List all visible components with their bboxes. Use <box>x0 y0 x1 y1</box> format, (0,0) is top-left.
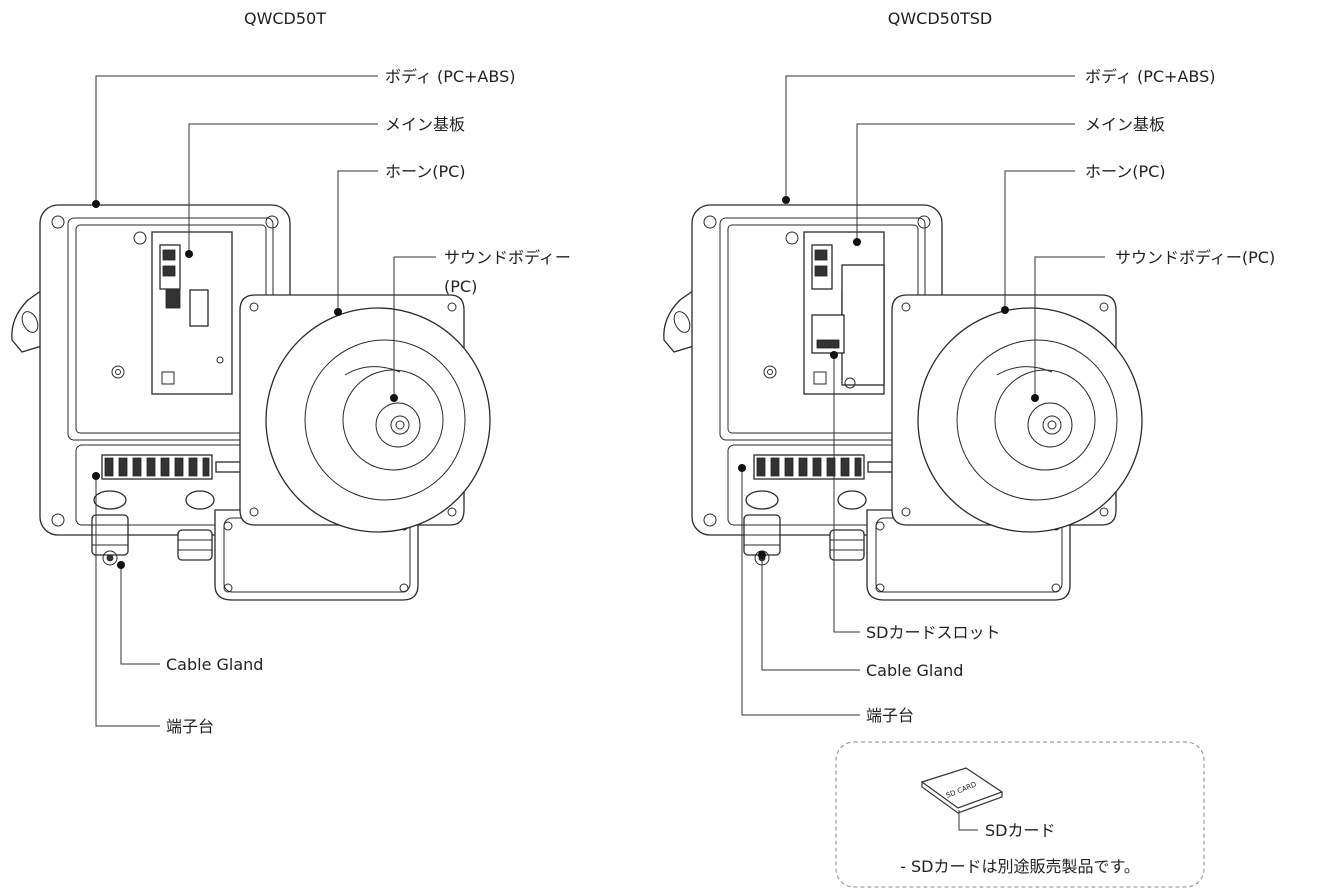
left-label-terminal-block: 端子台 <box>166 717 214 736</box>
right-label-sd-slot: SDカードスロット <box>866 623 1000 642</box>
left-dip-switch <box>165 289 181 309</box>
left-label-sound-body-2: (PC) <box>444 277 477 296</box>
left-label-body: ボディ (PC+ABS) <box>385 67 515 86</box>
right-label-body: ボディ (PC+ABS) <box>1085 67 1215 86</box>
sd-card-info-box <box>835 741 1205 888</box>
sd-card-label: SDカード <box>985 821 1055 840</box>
right-label-main-board: メイン基板 <box>1085 115 1165 134</box>
left-label-horn: ホーン(PC) <box>385 162 466 181</box>
left-label-sound-body-1: サウンドボディー <box>444 248 571 267</box>
left-body-marker <box>92 200 100 208</box>
sd-card-note: - SDカードは別途販売製品です。 <box>900 857 1140 876</box>
sd-card-icon: SD CARD <box>920 767 1004 814</box>
left-label-main-board: メイン基板 <box>385 115 465 134</box>
right-label-terminal-block: 端子台 <box>866 706 914 725</box>
right-label-cable-gland: Cable Gland <box>866 661 963 680</box>
left-device-illustration <box>11 204 491 601</box>
left-model-title: QWCD50T <box>244 9 326 28</box>
left-label-cable-gland: Cable Gland <box>166 655 263 674</box>
right-label-horn: ホーン(PC) <box>1085 162 1166 181</box>
right-label-sound-body: サウンドボディー(PC) <box>1115 248 1275 267</box>
right-sd-module <box>841 264 885 386</box>
right-device-illustration <box>663 204 1143 601</box>
right-model-title: QWCD50TSD <box>888 9 993 28</box>
